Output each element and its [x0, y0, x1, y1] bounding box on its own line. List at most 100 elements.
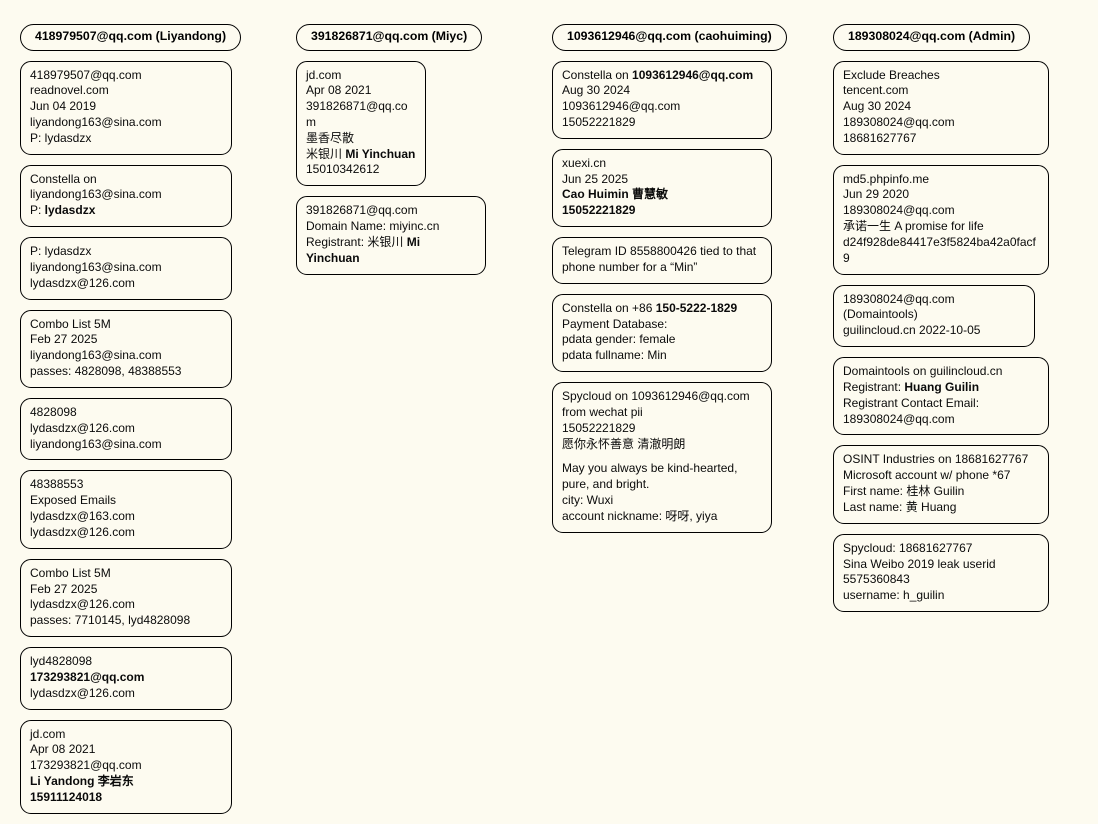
- card-line-highlight: Mi Yinchuan: [345, 146, 416, 161]
- card-line: jd.com: [30, 726, 66, 741]
- card-line: lydasdzx@126.com: [30, 420, 135, 435]
- card-line: Exclude Breaches: [843, 67, 940, 82]
- card-line: d24f928de84417e3f5824ba42a0facf9: [843, 234, 1036, 265]
- card-line: P: lydasdzx: [30, 203, 222, 219]
- card-line: pdata fullname: Min: [562, 348, 667, 363]
- card-line: Aug 30 2024: [843, 99, 912, 114]
- card-line-highlight: Mi Yinchuan: [306, 234, 424, 265]
- card-line: Feb 27 2025: [30, 581, 98, 596]
- card-line: First name: 桂林 Guilin: [843, 484, 965, 499]
- card-line: liyandong163@sina.com: [30, 115, 162, 129]
- card-line: from wechat pii: [562, 404, 643, 419]
- card-line: Payment Database:: [562, 316, 668, 331]
- column-header-badge[interactable]: 189308024@qq.com (Admin): [833, 24, 1031, 51]
- card-line: 承诺一生 A promise for life: [843, 219, 984, 234]
- card-line: OSINT Industries on 18681627767: [843, 452, 1029, 467]
- domaintools-lookup-card[interactable]: 189308024@qq.com (Domaintools)guilinclou…: [833, 284, 1035, 348]
- card-line: pure, and bright.: [562, 477, 650, 492]
- card-line: Spycloud: 18681627767: [843, 540, 973, 555]
- column-header-badge[interactable]: 1093612946@qq.com (caohuiming): [552, 24, 787, 51]
- card-line: Jun 29 2020: [843, 187, 910, 202]
- card-line: P: lydasdzx: [30, 130, 92, 145]
- card-line: 15911124018: [30, 789, 103, 804]
- card-line: Exposed Emails: [30, 493, 117, 508]
- card-line: Apr 08 2021: [306, 83, 372, 98]
- card-line: 4828098: [30, 404, 77, 419]
- card-line-highlight: Huang Guilin: [904, 379, 980, 394]
- card-line: guilincloud.cn 2022-10-05: [843, 323, 981, 338]
- card-line-prefix: Constella on +86: [562, 300, 656, 315]
- card-line: liyandong163@sina.com: [30, 348, 162, 363]
- card-line: Feb 27 2025: [30, 332, 98, 347]
- card-line: Registrant Contact Email:: [843, 395, 980, 410]
- card-line: Last name: 黄 Huang: [843, 499, 957, 514]
- card-line-highlight: lydasdzx: [44, 203, 96, 218]
- card-line: liyandong163@sina.com: [30, 436, 162, 451]
- card-line-prefix: Registrant: 米银川: [306, 234, 407, 249]
- card-line: phone number for a “Min”: [562, 259, 698, 274]
- card-line: 173293821@qq.com: [30, 669, 145, 684]
- card-line: Domaintools on guilincloud.cn: [843, 364, 1003, 379]
- card-line: 5575360843: [843, 572, 910, 587]
- card-line: Apr 08 2021: [30, 742, 96, 757]
- card-line: 189308024@qq.com: [843, 203, 955, 218]
- card-line: account nickname: 呀呀, yiya: [562, 508, 718, 523]
- card-line: Jun 25 2025: [562, 171, 629, 186]
- card-line: liyandong163@sina.com: [30, 187, 162, 202]
- card-line: 15010342612: [306, 162, 380, 177]
- card-line: 1093612946@qq.com: [562, 99, 681, 114]
- column-header-badge[interactable]: 391826871@qq.com (Miyc): [296, 24, 483, 51]
- card-line: 墨香尽散: [306, 130, 355, 145]
- card-line: 15052221829: [562, 115, 636, 129]
- card-line: lydasdzx@126.com: [30, 597, 135, 612]
- card-line: P: lydasdzx: [30, 244, 92, 259]
- card-line: Constella on: [30, 171, 97, 186]
- card-line: 189308024@qq.com (Domaintools): [843, 291, 958, 322]
- card-line-prefix: Constella on: [562, 67, 633, 82]
- card-line: 189308024@qq.com: [843, 115, 955, 129]
- card-line: liyandong163@sina.com: [30, 259, 162, 274]
- card-line: Telegram ID 8558800426 tied to that: [562, 244, 757, 259]
- card-line: tencent.com: [843, 83, 909, 98]
- card-line: 15052221829: [562, 203, 636, 218]
- card-line: readnovel.com: [30, 83, 109, 98]
- card-line: username: h_guilin: [843, 588, 945, 603]
- card-line-spacer: [562, 452, 762, 461]
- card-line: 48388553: [30, 477, 84, 492]
- card-line: Jun 04 2019: [30, 99, 97, 114]
- card-line: xuexi.cn: [562, 155, 607, 170]
- card-line: 18681627767: [843, 130, 917, 145]
- card-line-highlight: 1093612946@qq.com: [632, 67, 754, 82]
- card-line: Constella on 1093612946@qq.com: [562, 68, 762, 84]
- card-line: May you always be kind-hearted,: [562, 461, 738, 476]
- card-line: 189308024@qq.com: [843, 411, 955, 426]
- column-header-badge[interactable]: 418979507@qq.com (Liyandong): [20, 24, 242, 51]
- card-line: lydasdzx@126.com: [30, 524, 135, 539]
- card-line: lydasdzx@163.com: [30, 509, 135, 524]
- card-line: jd.com: [306, 67, 342, 82]
- card-line: 391826871@qq.com: [306, 99, 408, 129]
- card-line: 米银川 Mi Yinchuan: [306, 147, 416, 163]
